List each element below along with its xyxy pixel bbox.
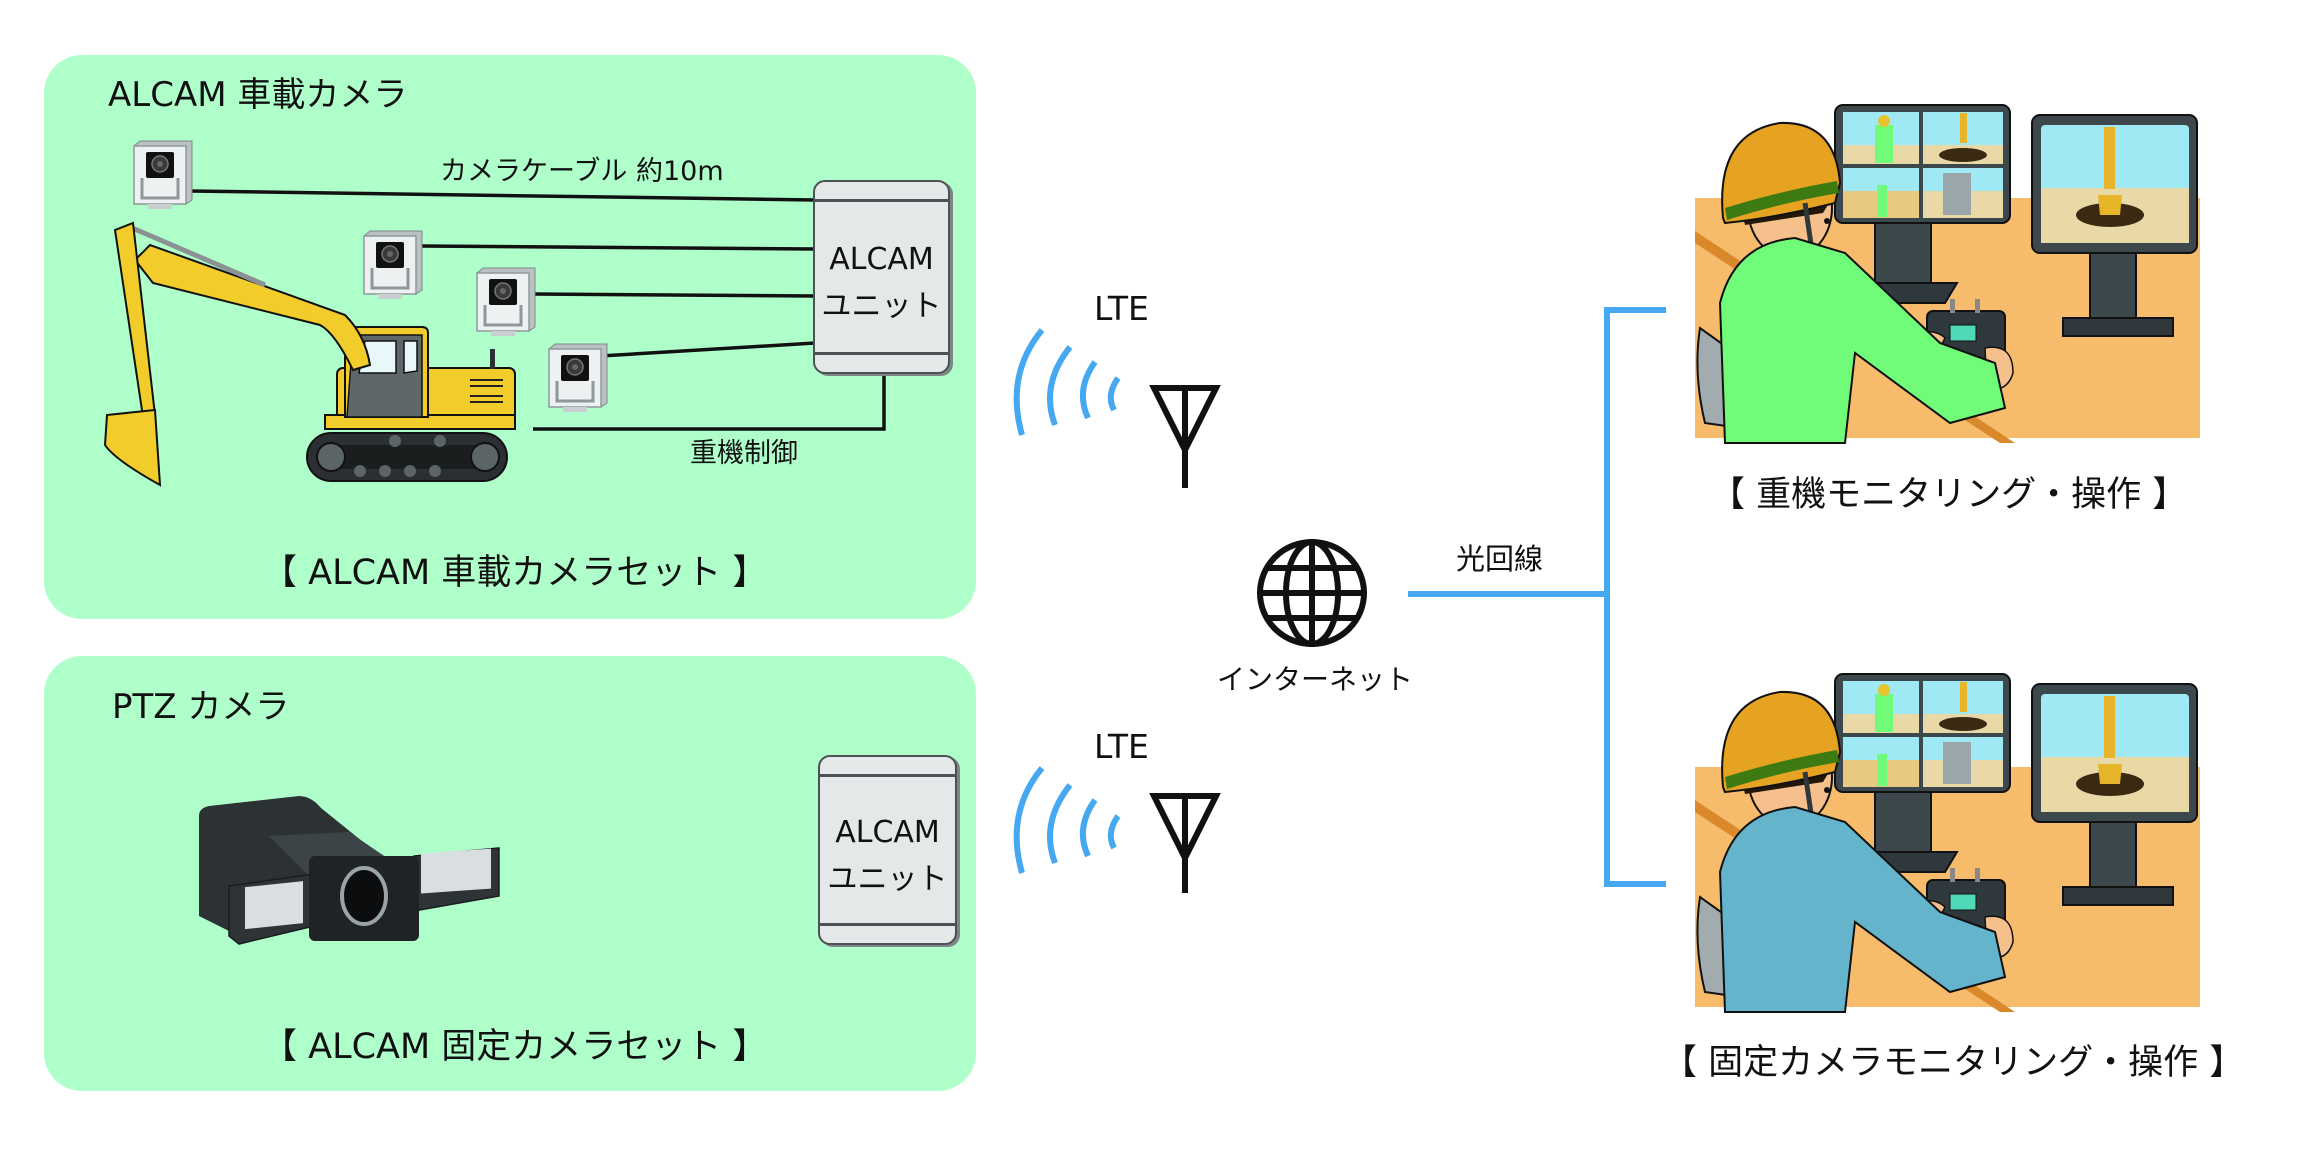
- cable-camera-4: [599, 341, 816, 358]
- vehicle-alcam-unit: ALCAM ユニット: [813, 180, 950, 374]
- heavy-machine-operation-caption: 【 重機モニタリング・操作 】: [1710, 475, 2188, 515]
- lte-label-bottom: LTE: [1094, 727, 1149, 766]
- signal-waves-icon: [1013, 328, 1121, 436]
- vehicle-camera-set-caption: 【 ALCAM 車載カメラセット 】: [262, 553, 768, 593]
- signal-waves-icon: [1013, 766, 1121, 874]
- globe-icon: [1257, 539, 1367, 647]
- unit-bottom-divider: [815, 352, 948, 355]
- lte-antenna-bottom: [1013, 766, 1221, 893]
- ptz-camera-illustration: [199, 796, 500, 945]
- cable-camera-1: [189, 189, 816, 202]
- fiber-line-label: 光回線: [1456, 542, 1544, 576]
- operator-shirt: [1718, 236, 2007, 444]
- vehicle-camera-title: ALCAM 車載カメラ: [108, 75, 408, 115]
- unit-label: ALCAM ユニット: [820, 810, 955, 903]
- unit-label-line1: ALCAM: [835, 815, 940, 850]
- fixed-camera-set-caption: 【 ALCAM 固定カメラセット 】: [262, 1027, 768, 1067]
- cable-camera-2: [419, 244, 816, 251]
- operator-illustration-fixed-camera: [1695, 672, 2200, 1012]
- unit-bottom-divider: [820, 923, 955, 926]
- unit-label-line2: ユニット: [821, 288, 942, 324]
- heavy-machine-control-label: 重機制御: [690, 438, 798, 469]
- unit-top-divider: [815, 199, 948, 202]
- operator-illustration-heavy-machine: [1695, 103, 2200, 443]
- excavator-tracks: [306, 432, 508, 482]
- control-cable: [533, 372, 886, 431]
- ptz-camera-title: PTZ カメラ: [112, 687, 290, 727]
- unit-label-line1: ALCAM: [829, 242, 934, 277]
- fiber-line-bracket: [1604, 307, 1666, 887]
- unit-label-line2: ユニット: [827, 861, 948, 897]
- internet-label: インターネット: [1217, 663, 1414, 696]
- fixed-alcam-unit: ALCAM ユニット: [818, 755, 957, 945]
- camera-cable-label: カメラケーブル 約10m: [440, 156, 724, 187]
- fixed-camera-operation-caption: 【 固定カメラモニタリング・操作 】: [1662, 1043, 2245, 1083]
- ptz-lens: [340, 866, 388, 926]
- unit-top-divider: [820, 774, 955, 777]
- operator-shirt: [1718, 805, 2007, 1013]
- excavator-illustration: [103, 221, 516, 487]
- lte-antenna-top: [1013, 328, 1221, 488]
- excavator-boom: [133, 243, 372, 372]
- antenna-icon: [1149, 385, 1221, 488]
- lte-label-top: LTE: [1094, 289, 1149, 328]
- antenna-icon: [1149, 793, 1221, 893]
- unit-label: ALCAM ユニット: [815, 237, 948, 330]
- excavator-bucket: [103, 408, 162, 487]
- cable-camera-3: [532, 292, 816, 298]
